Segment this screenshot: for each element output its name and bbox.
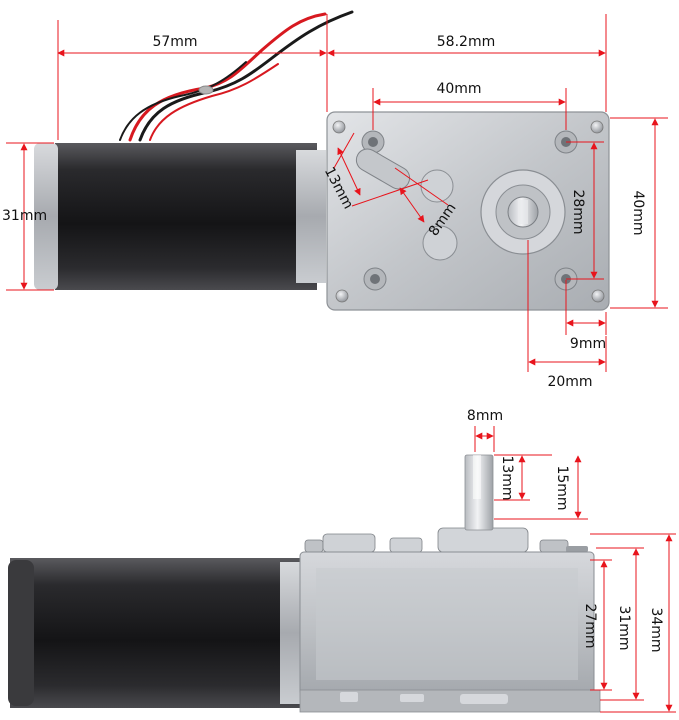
dim-motor-length: 57mm	[57, 20, 327, 140]
motor-wires	[119, 10, 354, 142]
dim-hole-edge-offset: 9mm	[565, 280, 607, 352]
label-hole-spacing-vertical: 28mm	[570, 189, 586, 234]
dim-gearbox-height: 40mm	[610, 117, 668, 309]
label-gearbox-length: 58.2mm	[437, 34, 495, 50]
label-motor-diameter: 31mm	[2, 208, 47, 224]
output-shaft	[464, 454, 494, 531]
label-flat-length: 13mm	[499, 455, 515, 500]
label-body-height: 31mm	[616, 605, 632, 650]
gearbox-plate	[326, 111, 610, 311]
dim-gearbox-length: 58.2mm	[326, 14, 607, 112]
dim-motor-diameter: 31mm	[2, 142, 54, 291]
dim-shaft-length: 15mm	[494, 455, 588, 520]
label-gearbox-height: 40mm	[630, 190, 646, 235]
label-shaft-offset: 20mm	[547, 374, 592, 390]
dim-inner-height: 27mm	[582, 559, 612, 691]
label-motor-length: 57mm	[152, 34, 197, 50]
dim-hole-spacing-horizontal: 40mm	[372, 81, 567, 130]
motor-body	[34, 143, 326, 290]
label-shaft-length: 15mm	[554, 465, 570, 510]
dim-shaft-offset: 20mm	[527, 240, 607, 390]
label-hole-spacing-horizontal: 40mm	[436, 81, 481, 97]
label-hole-edge-offset: 9mm	[570, 336, 606, 352]
dim-shaft-diameter: 8mm	[467, 408, 503, 452]
side-gearbox-top-features	[304, 527, 588, 553]
dim-hole-spacing-vertical: 28mm	[566, 141, 604, 280]
top-view: 57mm 58.2mm 40mm 31mm 13mm	[2, 10, 668, 390]
dim-body-height: 31mm	[596, 547, 644, 701]
side-motor-body	[8, 558, 306, 708]
side-gearbox-block	[299, 551, 601, 713]
label-inner-height: 27mm	[582, 603, 598, 648]
dim-flat-length: 13mm	[494, 454, 552, 501]
label-total-height: 34mm	[648, 607, 664, 652]
dim-total-height: 34mm	[590, 533, 676, 713]
side-view: 8mm 13mm 15mm 27mm 31mm	[8, 408, 676, 713]
label-shaft-diameter: 8mm	[467, 408, 503, 424]
